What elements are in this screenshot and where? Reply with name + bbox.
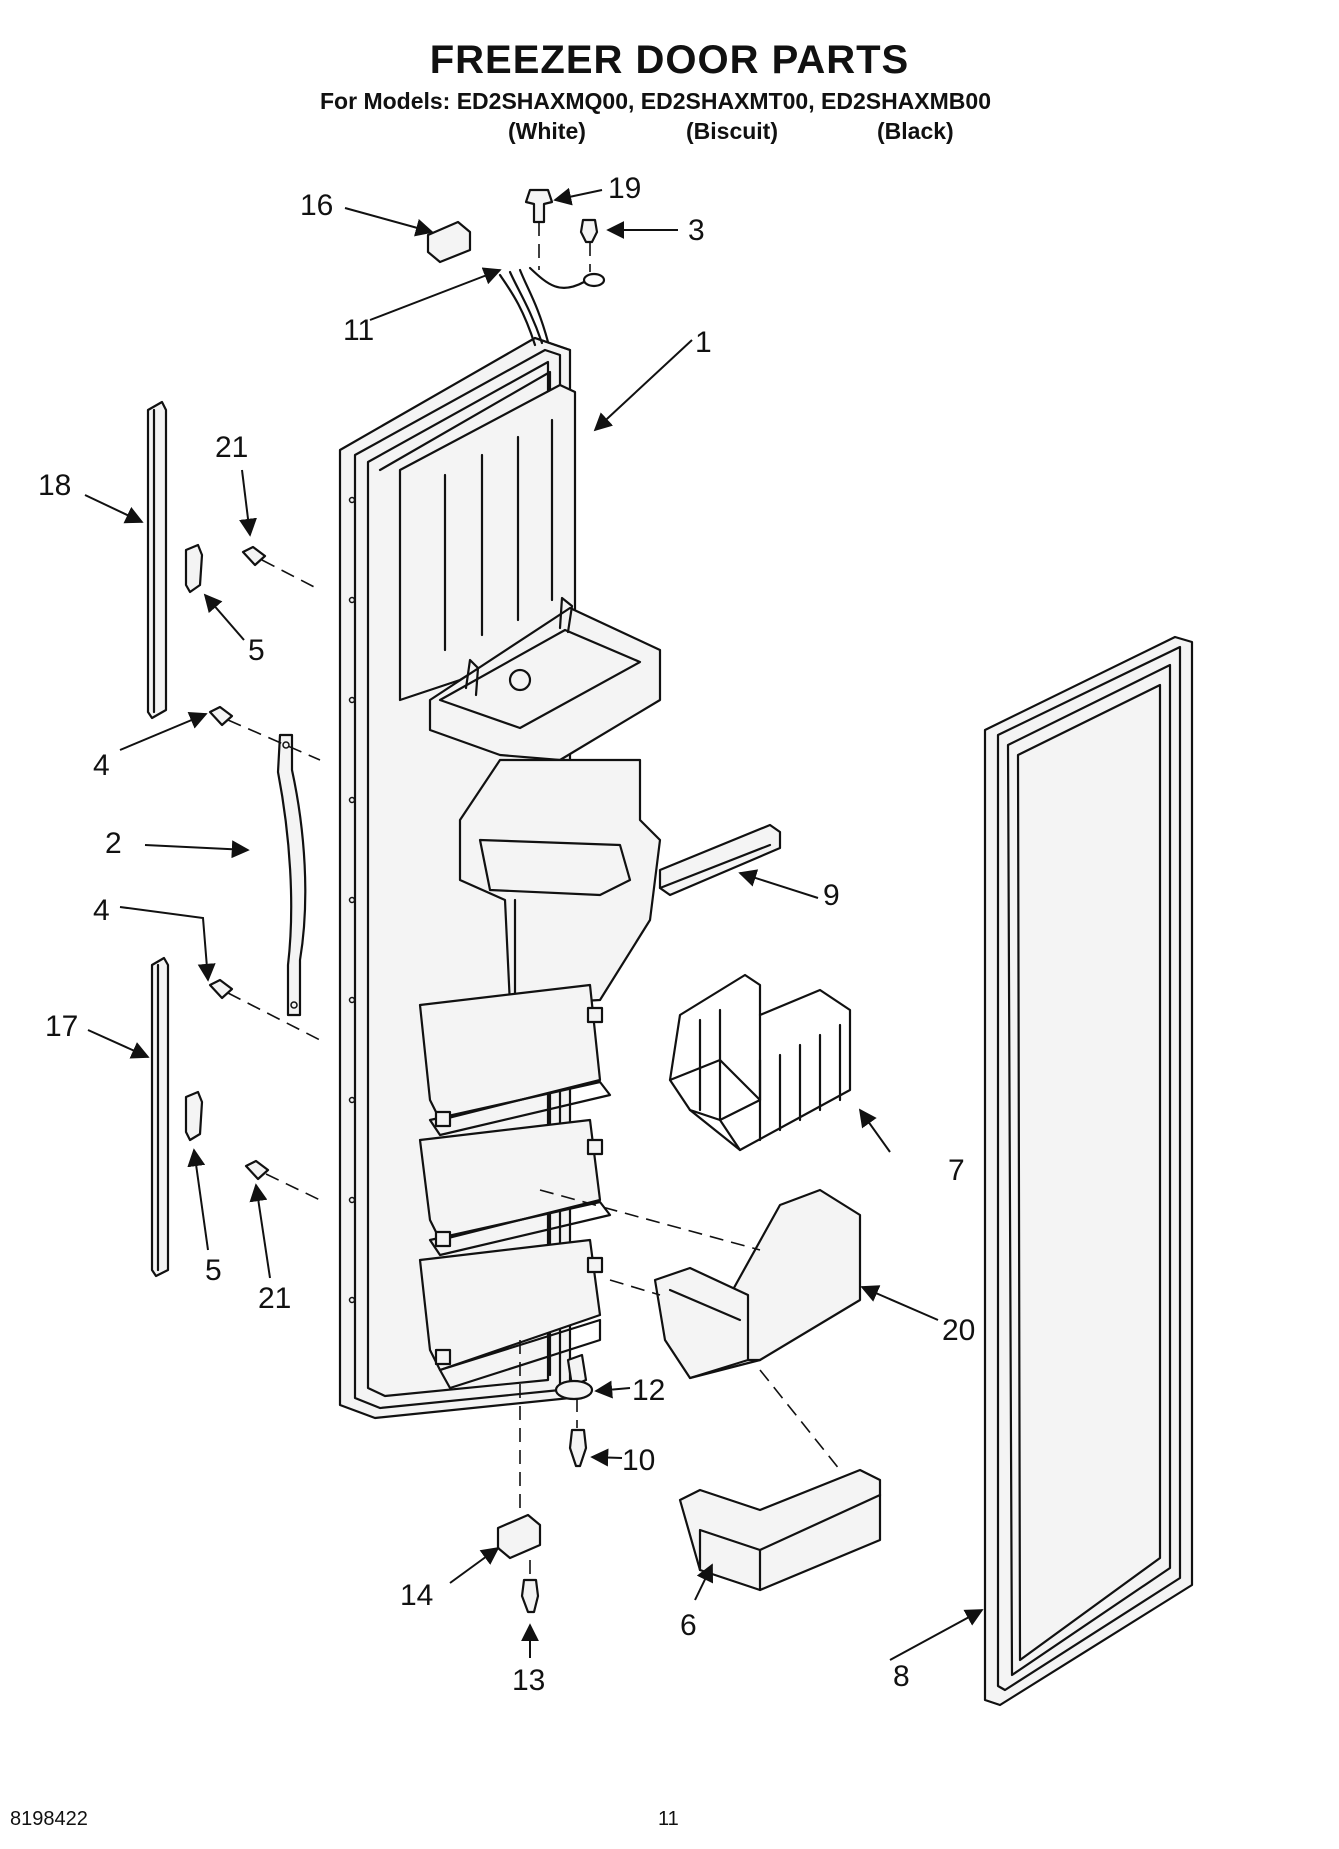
callout-3: 3 [688, 214, 705, 247]
callout-2: 2 [105, 827, 122, 860]
callout-13: 13 [512, 1664, 545, 1697]
callout-18: 18 [38, 469, 71, 502]
hinge-parts-10-12-13-14 [496, 1353, 594, 1614]
callout-14: 14 [400, 1579, 433, 1612]
callout-21-lower: 21 [258, 1282, 291, 1315]
callout-10: 10 [622, 1444, 655, 1477]
top-hardware-parts-3-11-16-19 [426, 188, 606, 347]
rail-part-9 [658, 823, 782, 897]
wire-basket-part-7 [668, 973, 852, 1152]
callout-1: 1 [695, 326, 712, 359]
callout-5-upper: 5 [248, 634, 265, 667]
callout-7: 7 [948, 1154, 965, 1187]
callout-16: 16 [300, 189, 333, 222]
door-liner-part-1 [338, 336, 662, 1420]
callout-6: 6 [680, 1609, 697, 1642]
variant-black: (Black) [877, 118, 954, 144]
callout-4-upper: 4 [93, 749, 110, 782]
callout-21-upper: 21 [215, 431, 248, 464]
callout-19: 19 [608, 172, 641, 205]
door-handle-part-2 [276, 733, 307, 1017]
page-title: FREEZER DOOR PARTS [429, 38, 910, 82]
bucket-part-20 [653, 1188, 862, 1380]
callout-8: 8 [893, 1660, 910, 1693]
bracket-part-6 [678, 1468, 882, 1592]
leader-lines [84, 187, 984, 1661]
callout-12: 12 [632, 1374, 665, 1407]
callout-4-lower: 4 [93, 894, 110, 927]
models-line: For Models: ED2SHAXMQ00, ED2SHAXMT00, ED… [320, 88, 991, 114]
door-gasket-part-8 [983, 635, 1194, 1707]
variant-white: (White) [508, 118, 586, 144]
callout-17: 17 [45, 1010, 78, 1043]
page-number: 11 [658, 1808, 679, 1830]
callout-20: 20 [942, 1314, 975, 1347]
document-number: 8198422 [10, 1808, 88, 1830]
trim-clip-upper-part-5 [184, 543, 204, 594]
trim-lower-part-17 [150, 956, 170, 1278]
callout-9: 9 [823, 879, 840, 912]
trim-clip-lower-part-5 [184, 1090, 204, 1142]
callout-11: 11 [343, 314, 374, 347]
callout-5-lower: 5 [205, 1254, 222, 1287]
screws-parts-4-21 [208, 545, 270, 1181]
variant-biscuit: (Biscuit) [686, 118, 778, 144]
trim-upper-part-18 [146, 400, 168, 720]
